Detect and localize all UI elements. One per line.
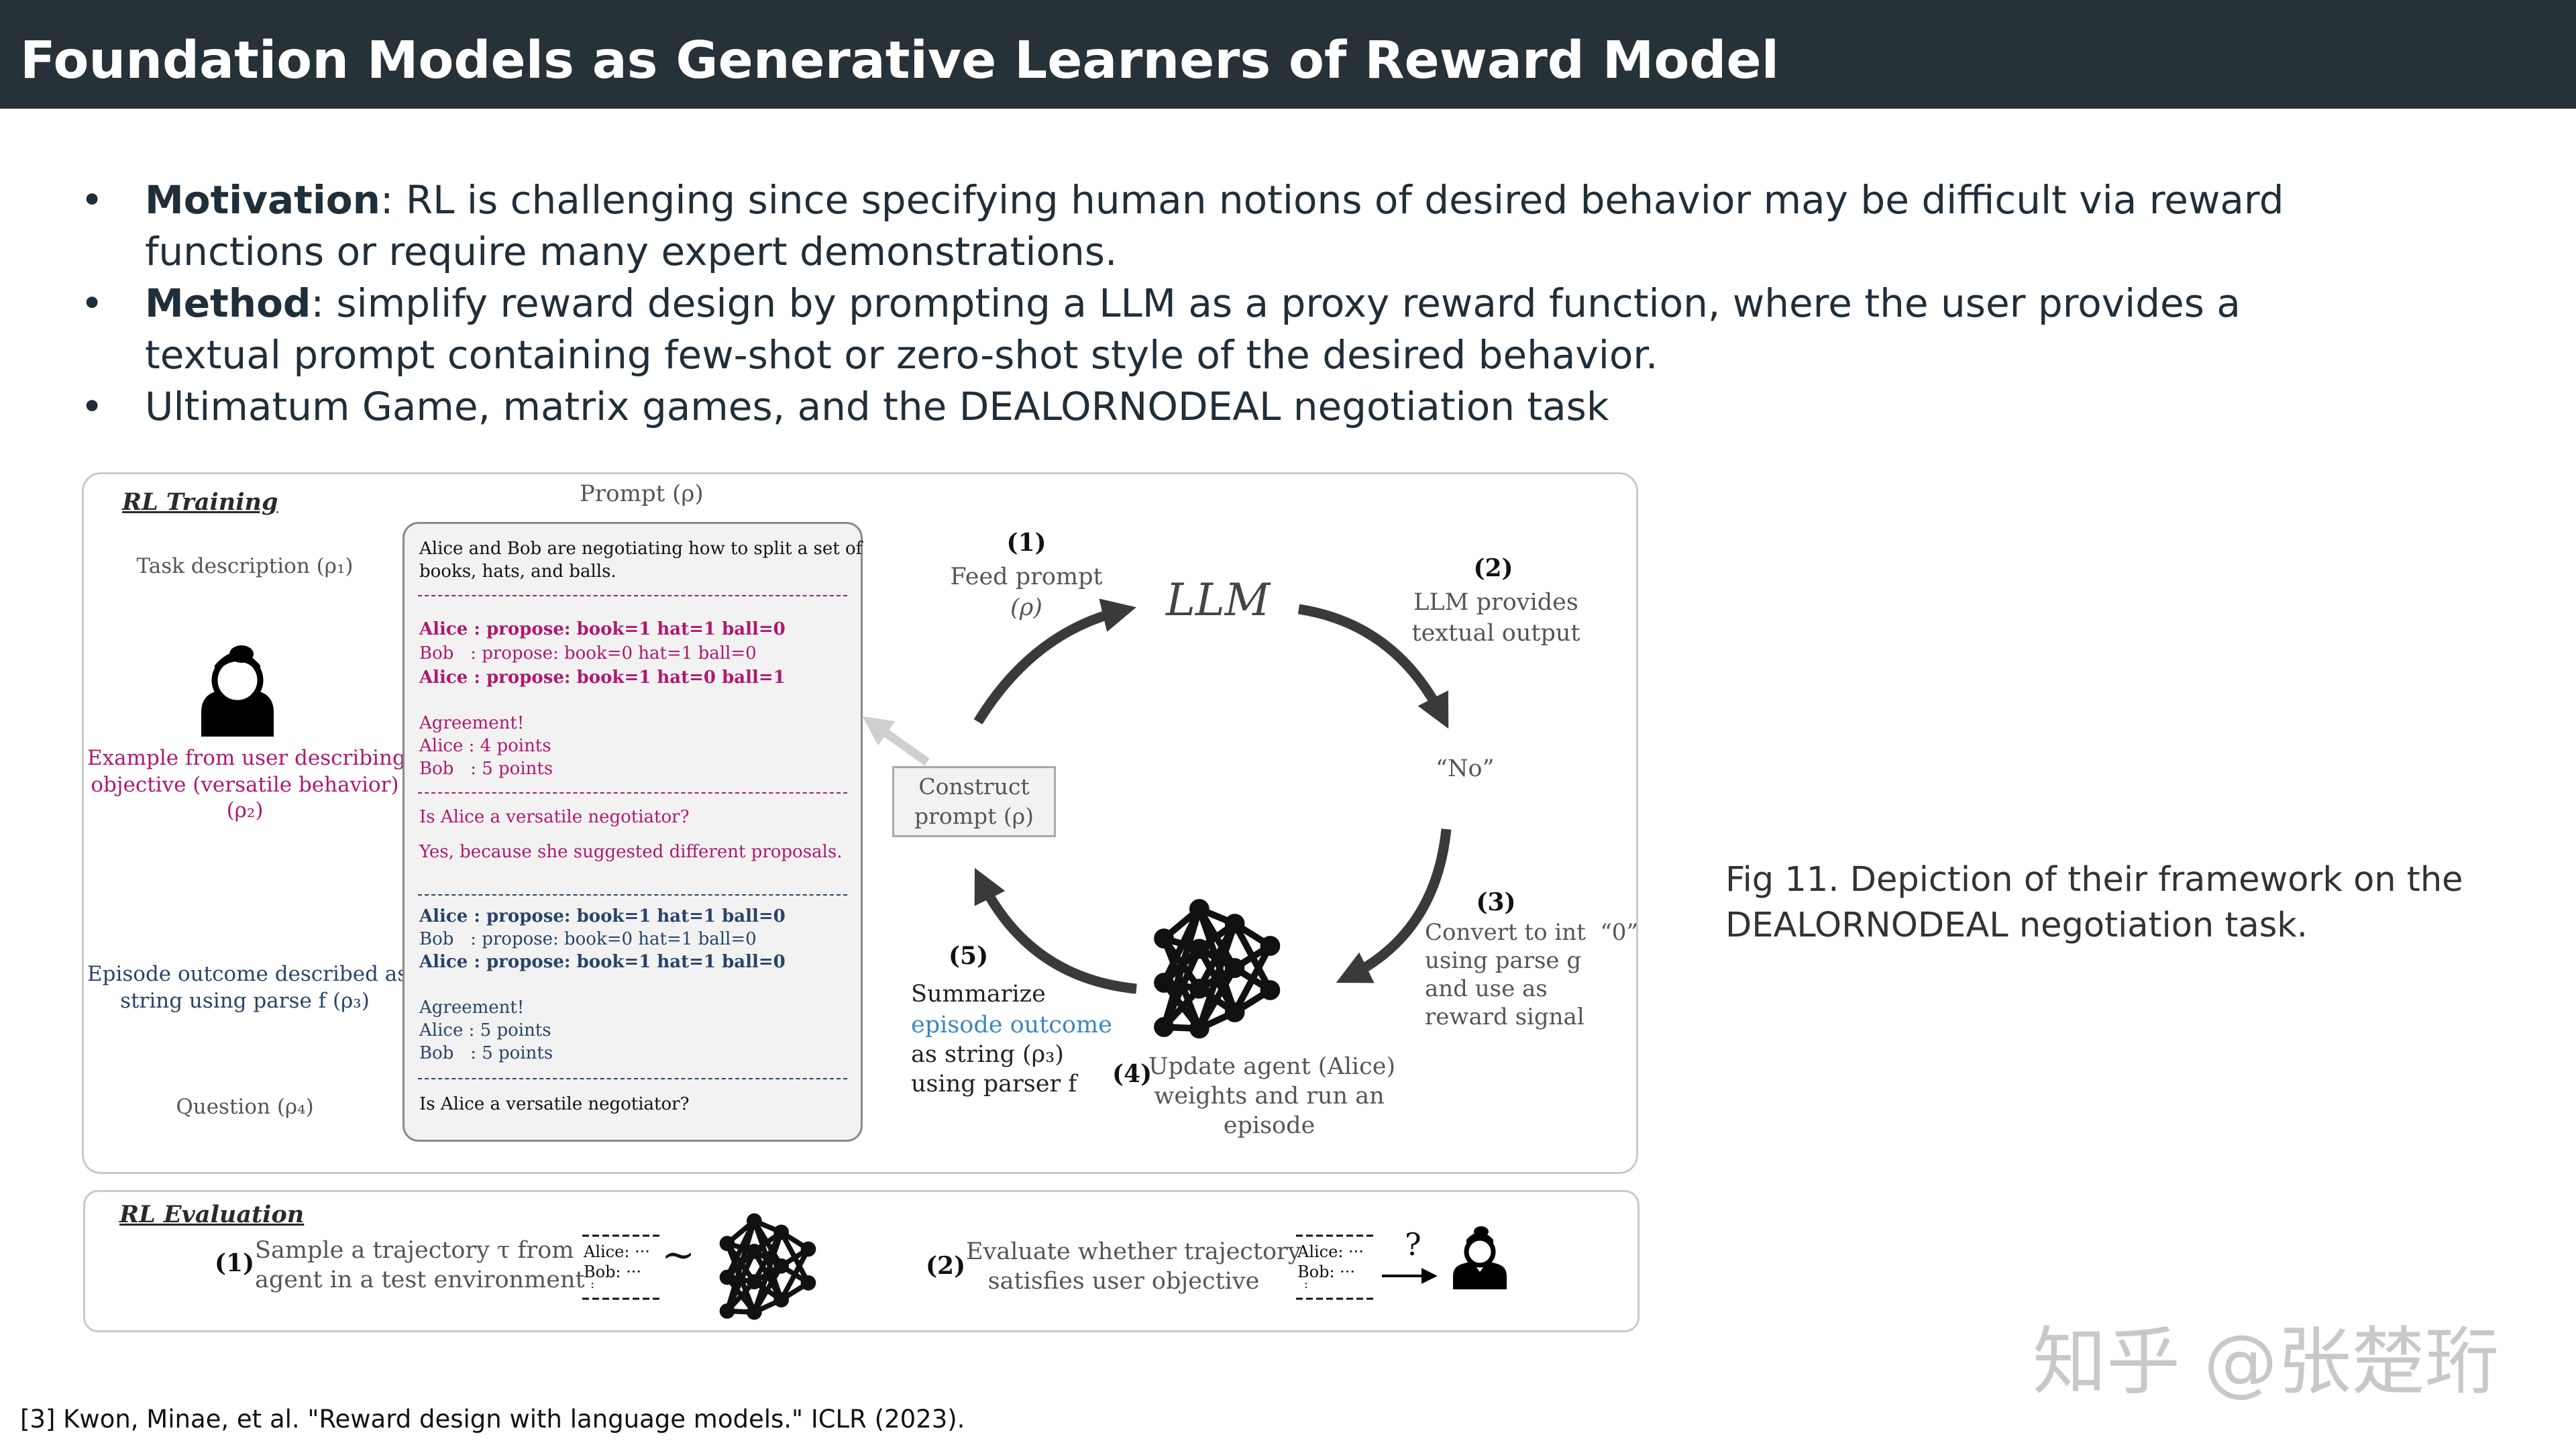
example-label-3: (ρ₂) xyxy=(226,798,264,822)
episode-bob-proposal: Bob : propose: book=0 hat=1 ball=0 xyxy=(419,929,757,949)
eval-step2-line-1: Evaluate whether trajectory xyxy=(966,1238,1301,1265)
eval-traj2-more: : xyxy=(1304,1277,1309,1291)
step5-line-2: episode outcome xyxy=(911,1012,1112,1038)
bullet-motivation: • Motivation: RL is challenging since sp… xyxy=(80,174,2388,278)
divider-navy xyxy=(418,894,847,896)
example-question: Is Alice a versatile negotiator? xyxy=(419,807,690,827)
example-bob-proposal: Bob : propose: book=0 hat=1 ball=0 xyxy=(419,643,757,663)
step2-line-1: LLM provides xyxy=(1413,589,1578,616)
bullet-method: • Method: simplify reward design by prom… xyxy=(80,278,2388,381)
bullet-term: Motivation xyxy=(145,177,380,223)
rl-evaluation-panel xyxy=(83,1190,1640,1332)
question-label: Question (ρ₄) xyxy=(176,1095,314,1119)
episode-alice-points: Alice : 5 points xyxy=(419,1020,551,1040)
construct-prompt-box: Construct prompt (ρ) xyxy=(892,766,1056,837)
episode-alice-proposal-2: Alice : propose: book=1 hat=1 ball=0 xyxy=(419,952,786,972)
step1-number: (1) xyxy=(1006,529,1046,557)
step4-line-1: Update agent (Alice) xyxy=(1148,1053,1396,1080)
prompt-question: Is Alice a versatile negotiator? xyxy=(419,1094,690,1114)
citation: [3] Kwon, Minae, et al. "Reward design w… xyxy=(20,1405,965,1434)
eval-step1-line-2: agent in a test environment xyxy=(255,1267,585,1293)
eval-step1-line-1: Sample a trajectory τ from xyxy=(255,1237,574,1264)
step5-line-1: Summarize xyxy=(911,981,1046,1008)
step4-line-2: weights and run an xyxy=(1154,1083,1385,1110)
construct-line-2: prompt (ρ) xyxy=(914,803,1034,829)
eval-traj1-bob: Bob: ··· xyxy=(584,1263,642,1281)
step3-line-3: and use as xyxy=(1425,975,1548,1002)
example-label-2: objective (versatile behavior) xyxy=(91,773,399,797)
bullet-dot: • xyxy=(80,177,104,223)
step1-line-1: Feed prompt xyxy=(950,564,1103,590)
title-bar: Foundation Models as Generative Learners… xyxy=(0,0,2576,109)
episode-bob-points: Bob : 5 points xyxy=(419,1043,553,1063)
eval-step2-number: (2) xyxy=(926,1252,966,1280)
bullet-text: Ultimatum Game, matrix games, and the DE… xyxy=(145,384,1609,429)
watermark: 知乎 @张楚珩 xyxy=(2033,1319,2499,1405)
example-agreement: Agreement! xyxy=(419,713,525,733)
bullet-dot: • xyxy=(80,280,104,326)
slide-title: Foundation Models as Generative Learners… xyxy=(20,31,1779,91)
eval-traj2-alice: Alice: ··· xyxy=(1297,1242,1364,1261)
rl-evaluation-title: RL Evaluation xyxy=(119,1201,305,1228)
step3-line-4: reward signal xyxy=(1425,1004,1585,1030)
llm-output-no: “No” xyxy=(1436,755,1495,782)
eval-traj2-bob: Bob: ··· xyxy=(1297,1263,1356,1281)
step3-number: (3) xyxy=(1476,888,1516,916)
episode-agreement: Agreement! xyxy=(419,998,525,1018)
prompt-title: Prompt (ρ) xyxy=(580,480,704,507)
example-alice-proposal-1: Alice : propose: book=1 hat=1 ball=0 xyxy=(419,619,786,639)
example-answer: Yes, because she suggested different pro… xyxy=(419,842,843,862)
bullet-dot: • xyxy=(80,384,104,429)
step4-number: (4) xyxy=(1112,1060,1152,1088)
bullet-text: : simplify reward design by prompting a … xyxy=(145,280,2241,378)
construct-line-1: Construct xyxy=(918,773,1030,800)
bullet-text: : RL is challenging since specifying hum… xyxy=(145,177,2284,274)
example-alice-points: Alice : 4 points xyxy=(419,736,551,756)
eval-question-mark: ? xyxy=(1405,1226,1421,1263)
example-bob-points: Bob : 5 points xyxy=(419,759,553,779)
step3-line-2: using parse g xyxy=(1425,947,1582,974)
step5-number: (5) xyxy=(949,942,989,970)
llm-label: LLM xyxy=(1166,574,1271,626)
rl-training-title: RL Training xyxy=(122,488,278,516)
prompt-box: Alice and Bob are negotiating how to spl… xyxy=(402,522,863,1142)
bullet-term: Method xyxy=(145,280,311,326)
prompt-task-line-1: Alice and Bob are negotiating how to spl… xyxy=(419,539,863,559)
divider-magenta xyxy=(418,595,847,596)
episode-label-2: string using parse f (ρ₃) xyxy=(120,989,370,1013)
step2-number: (2) xyxy=(1473,554,1513,582)
example-label-1: Example from user describing xyxy=(87,746,406,770)
eval-step1-number: (1) xyxy=(215,1249,255,1277)
divider-magenta xyxy=(418,792,847,794)
step5-line-3: as string (ρ₃) xyxy=(911,1041,1064,1068)
task-description-label: Task description (ρ₁) xyxy=(136,554,354,578)
episode-label-1: Episode outcome described as xyxy=(87,962,409,986)
step1-line-2: (ρ) xyxy=(1010,594,1042,621)
bullet-tasks: • Ultimatum Game, matrix games, and the … xyxy=(80,381,2388,433)
eval-traj1-more: : xyxy=(590,1277,595,1291)
step5-line-4: using parser f xyxy=(911,1071,1077,1097)
step4-line-3: episode xyxy=(1223,1112,1316,1139)
eval-traj1-alice: Alice: ··· xyxy=(584,1242,650,1261)
eval-tilde: ~ xyxy=(661,1232,696,1279)
bullet-list: • Motivation: RL is challenging since sp… xyxy=(80,174,2388,433)
prompt-task-line-2: books, hats, and balls. xyxy=(419,561,616,582)
figure-caption: Fig 11. Depiction of their framework on … xyxy=(1725,860,2463,945)
eval-step2-line-2: satisfies user objective xyxy=(987,1268,1260,1295)
episode-alice-proposal-1: Alice : propose: book=1 hat=1 ball=0 xyxy=(419,906,786,926)
example-alice-proposal-2: Alice : propose: book=1 hat=0 ball=1 xyxy=(419,667,786,688)
divider-navy xyxy=(418,1078,847,1079)
step3-line-1: Convert to int “0” xyxy=(1425,919,1638,946)
step2-line-2: textual output xyxy=(1411,620,1580,647)
